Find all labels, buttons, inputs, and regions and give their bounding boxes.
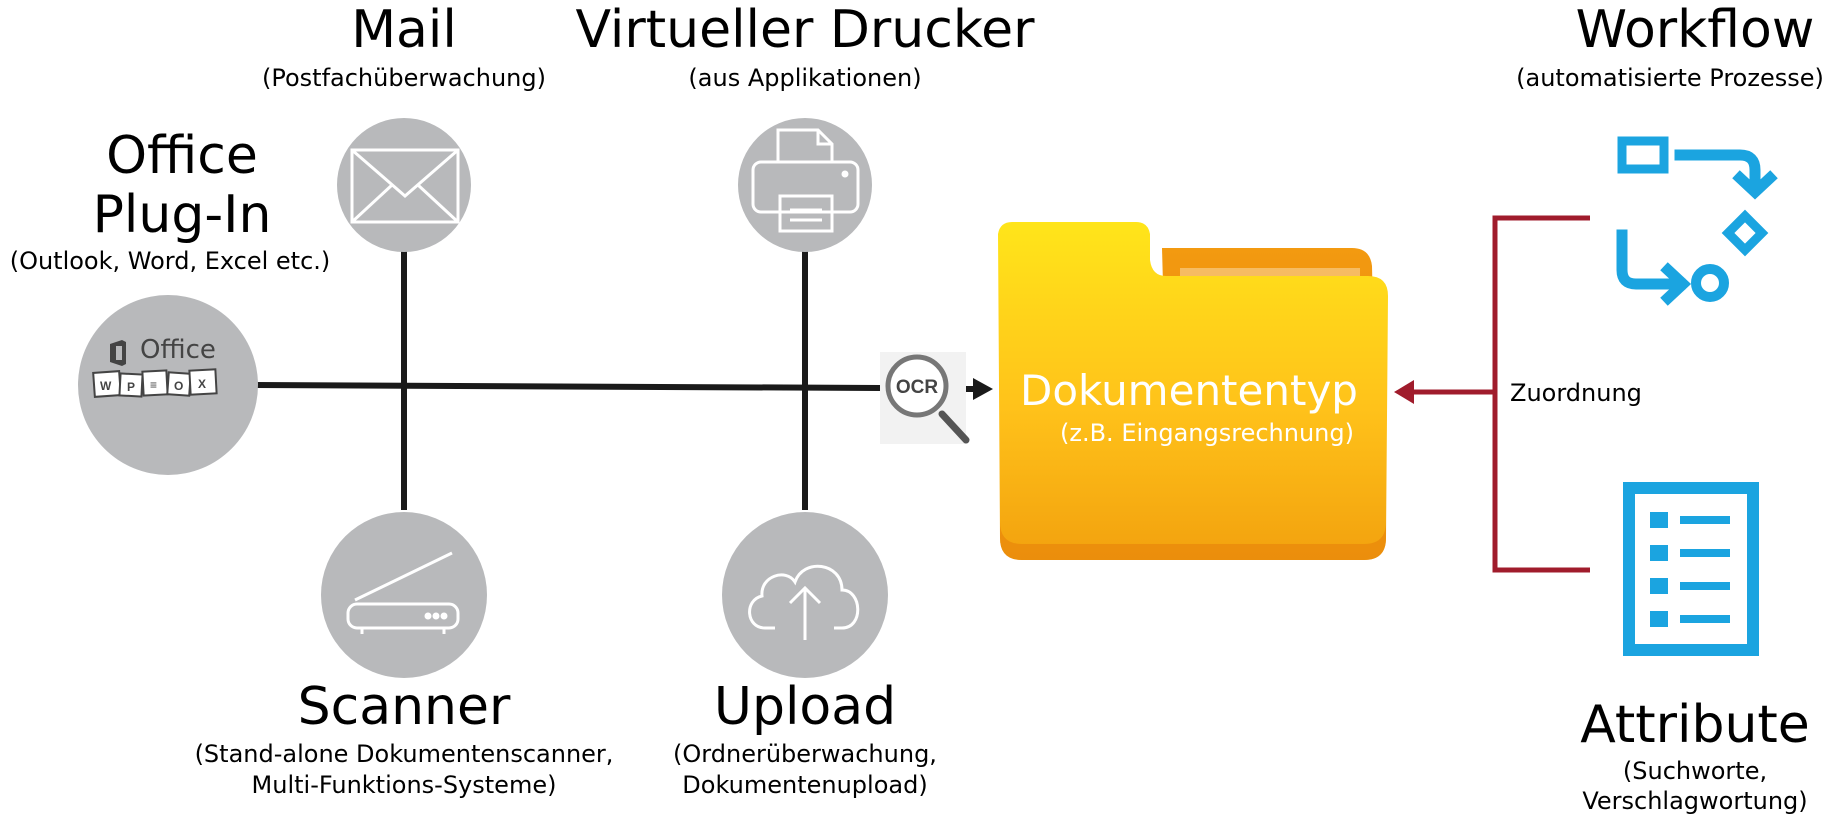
upload-subtitle-line2: Dokumentenupload) <box>682 771 928 799</box>
printer-subtitle: (aus Applikationen) <box>688 64 922 92</box>
folder-subtitle: (z.B. Eingangsrechnung) <box>1060 419 1354 447</box>
ocr-arrow-head <box>973 378 993 400</box>
cloud-upload-icon <box>748 564 860 640</box>
upload-subtitle-line1: (Ordnerüberwachung, <box>673 740 937 768</box>
office-title-line2: Plug-In <box>92 185 272 245</box>
folder-title: Dokumententyp <box>1020 366 1358 415</box>
attribute-subtitle-line2: Verschlagwortung) <box>1582 787 1808 815</box>
scanner-title: Scanner <box>297 677 511 737</box>
mail-circle <box>337 118 471 252</box>
scanner-subtitle-line2: Multi-Funktions-Systeme) <box>251 771 557 799</box>
attribute-subtitle-line1: (Suchworte, <box>1622 757 1768 785</box>
office-title-line1: Office <box>106 126 258 186</box>
printer-circle <box>738 118 872 252</box>
office-logo-text: Office <box>140 335 216 365</box>
svg-text:W: W <box>100 379 112 393</box>
svg-text:O: O <box>174 379 183 393</box>
mail-title: Mail <box>351 0 457 60</box>
printer-title: Virtueller Drucker <box>575 0 1035 60</box>
assignment-label: Zuordnung <box>1510 379 1642 407</box>
workflow-title: Workflow <box>1575 0 1815 60</box>
main-horizontal-line <box>254 382 881 391</box>
attribute-list-icon <box>1623 482 1759 656</box>
office-subtitle: (Outlook, Word, Excel etc.) <box>9 247 331 275</box>
workflow-subtitle: (automatisierte Prozesse) <box>1516 64 1824 92</box>
scanner-circle <box>321 512 487 678</box>
ocr-magnifier-icon: OCR <box>880 352 970 444</box>
svg-text:≡: ≡ <box>150 378 157 392</box>
connector-lines <box>254 250 975 510</box>
envelope-icon <box>350 148 460 224</box>
printer-icon <box>751 128 860 233</box>
svg-text:P: P <box>127 380 135 394</box>
scanner-icon <box>346 551 460 634</box>
attribute-title: Attribute <box>1580 695 1810 755</box>
upload-title: Upload <box>713 677 897 737</box>
scanner-subtitle-line1: (Stand-alone Dokumentenscanner, <box>194 740 614 768</box>
folder-icon <box>998 222 1388 560</box>
mail-subtitle: (Postfachüberwachung) <box>262 64 546 92</box>
assignment-bracket <box>1410 215 1590 573</box>
assignment-arrow-head <box>1394 380 1414 404</box>
ocr-label: OCR <box>896 377 939 398</box>
workflow-icon <box>1616 136 1778 306</box>
svg-text:X: X <box>198 377 206 391</box>
office-logo-icon: W P ≡ O X <box>92 340 218 398</box>
